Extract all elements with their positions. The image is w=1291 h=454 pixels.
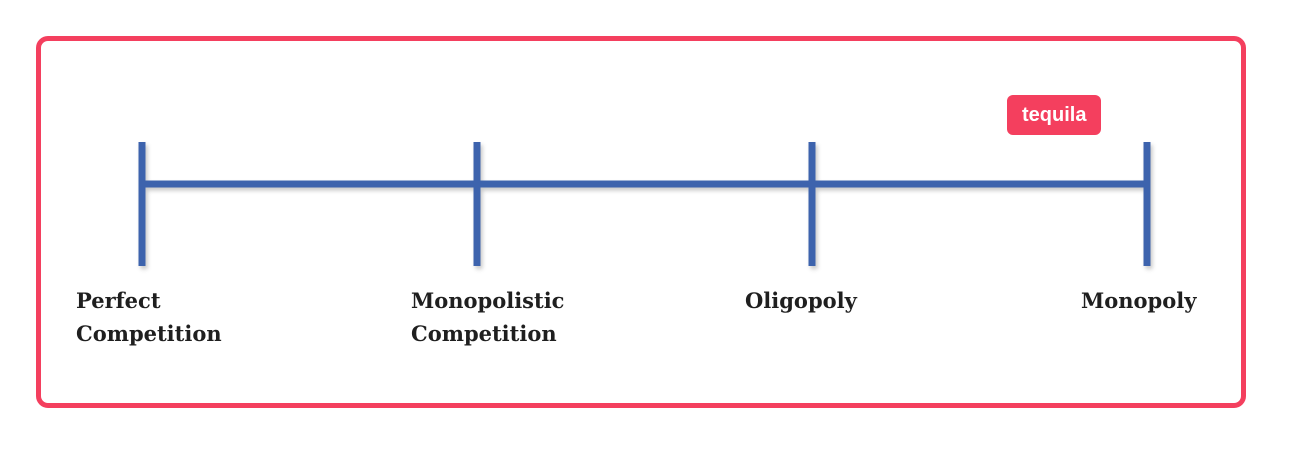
label-line: Competition <box>76 321 222 346</box>
label-monopolistic-competition: Monopolistic Competition <box>411 284 564 350</box>
label-oligopoly: Oligopoly <box>745 284 857 317</box>
label-monopoly: Monopoly <box>1081 284 1196 317</box>
label-line: Monopoly <box>1081 288 1197 313</box>
label-line: Monopolistic <box>411 288 565 313</box>
label-line: Competition <box>411 321 557 346</box>
label-line: Perfect <box>76 288 161 313</box>
label-line: Oligopoly <box>745 288 857 313</box>
label-perfect-competition: Perfect Competition <box>76 284 222 350</box>
tequila-tag[interactable]: tequila <box>1007 95 1102 135</box>
